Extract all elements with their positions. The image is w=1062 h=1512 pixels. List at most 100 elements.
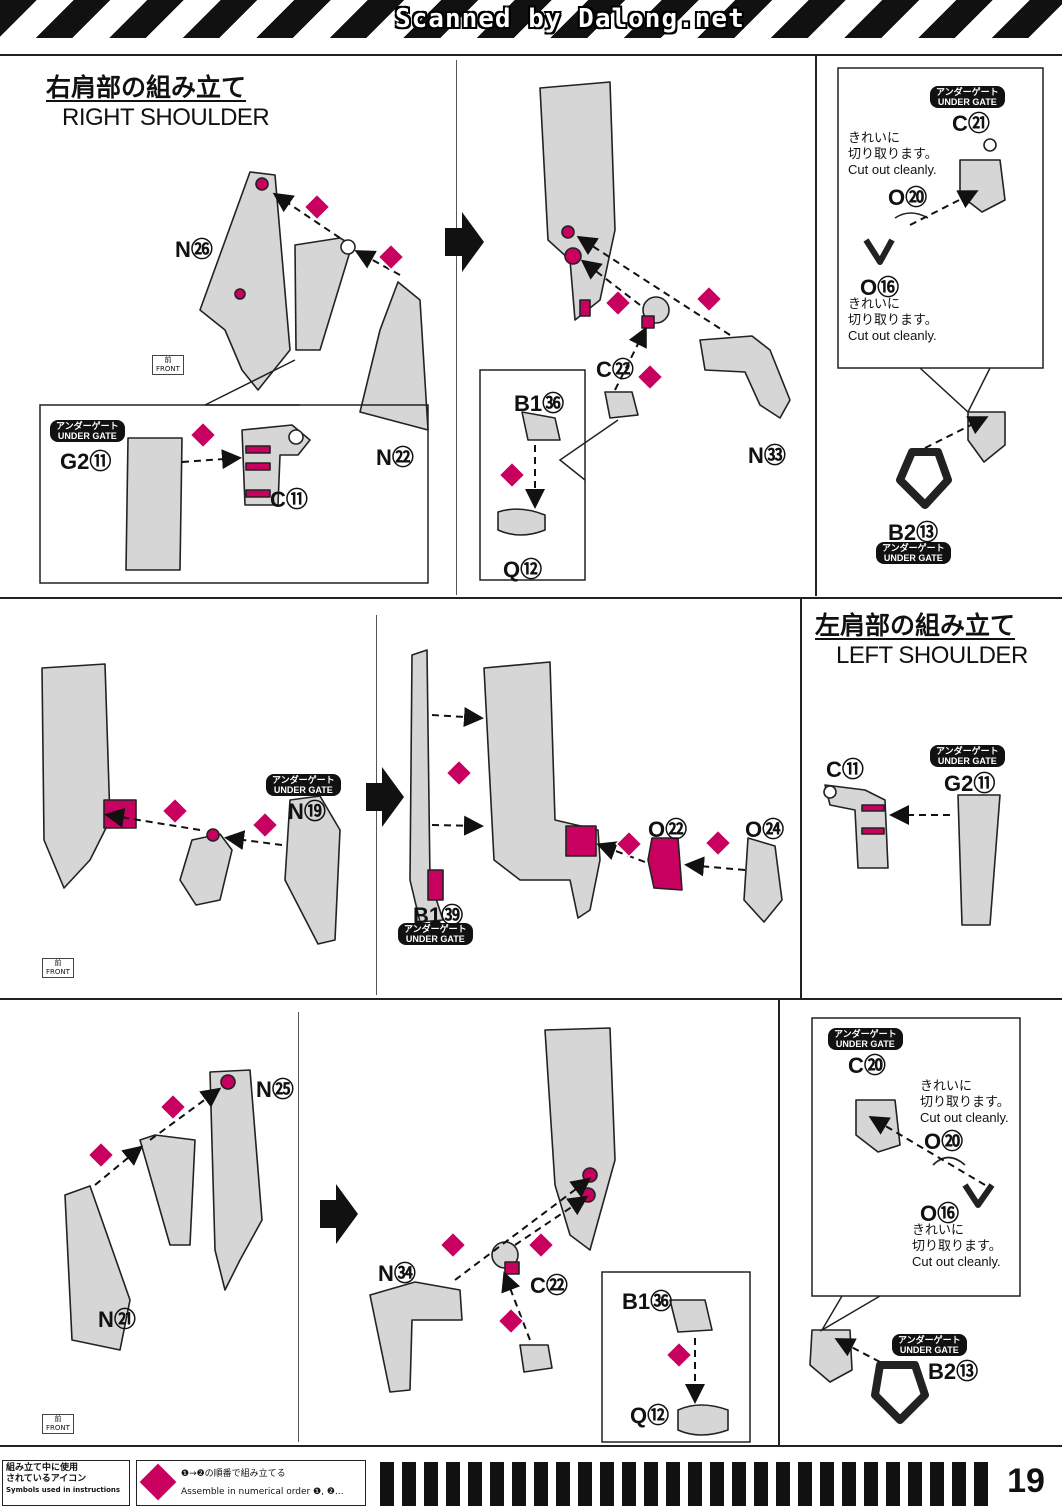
part-c22-neck — [641, 315, 655, 329]
part-n22 — [359, 281, 429, 431]
part-n34 — [369, 1281, 463, 1393]
label-n19: N⑲ — [288, 799, 326, 824]
divider-row2 — [0, 998, 1062, 1000]
callout-line-2 — [558, 419, 619, 481]
label-q12-bottom: Q⑫ — [630, 1403, 670, 1428]
part-armor-socket1 — [561, 225, 575, 239]
part-g2-11-left — [957, 794, 1001, 926]
legend-jp-line1: 組み立て中に使用 — [6, 1463, 79, 1473]
arrow-mid-2 — [224, 830, 283, 850]
part-o20 — [894, 212, 929, 219]
left-shoulder-title-en: LEFT SHOULDER — [836, 642, 1028, 669]
part-c11-mark2 — [245, 462, 271, 471]
part-o24 — [743, 837, 783, 923]
part-armor-mid1 — [41, 663, 111, 889]
label-n25: N㉕ — [256, 1077, 294, 1102]
step-marker — [87, 1141, 115, 1169]
cut-note: きれいに切り取ります。Cut out cleanly. — [920, 1078, 1010, 1125]
assemble-jp: ❶→❷の順番で組み立てる — [181, 1469, 286, 1479]
part-shoulder-armor — [539, 81, 616, 321]
part-g2-11-hole — [340, 239, 356, 255]
label-n34: N㉞ — [378, 1261, 416, 1286]
step-marker — [604, 289, 632, 317]
cut-note: きれいに切り取ります。Cut out cleanly. — [912, 1222, 1002, 1269]
left-shoulder-title-jp: 左肩部の組み立て — [815, 611, 1016, 640]
arrow-mid-5 — [684, 856, 746, 877]
part-small-cap — [604, 391, 639, 419]
part-o16 — [863, 238, 895, 265]
label-o24: O㉔ — [745, 817, 785, 842]
label-b2-13: B2⑬ — [888, 520, 939, 545]
step-marker — [695, 285, 723, 313]
part-pin-mid1 — [206, 828, 220, 842]
cut-note: きれいに切り取ります。Cut out cleanly. — [848, 296, 938, 343]
part-connector-mid1 — [179, 833, 233, 906]
arrow-mid-1 — [104, 807, 201, 831]
inset-box-gate-2 — [811, 1017, 1021, 1297]
label-c20: C⑳ — [848, 1053, 886, 1078]
part-c11-mark1 — [245, 445, 271, 454]
arrow-rs-3 — [354, 250, 401, 276]
part-c11-mark3 — [245, 489, 271, 498]
label-o16-bottom: O⑯ — [920, 1201, 960, 1226]
header-stripe-bar — [0, 0, 1062, 38]
inset-box-gate-1 — [837, 67, 1044, 369]
right-shoulder-title-jp: 右肩部の組み立て — [46, 73, 247, 102]
part-n26 — [199, 171, 291, 391]
inset-box-right-2 — [479, 369, 586, 581]
arrow-mid-4 — [596, 841, 646, 863]
page-number: 19 — [1007, 1462, 1045, 1500]
part-b1-39-mark — [427, 869, 444, 901]
arrow-bot-1 — [149, 1087, 222, 1141]
step-marker — [704, 829, 732, 857]
part-q12 — [497, 508, 546, 536]
step-marker — [439, 1231, 467, 1259]
divider-v5 — [298, 1012, 299, 1442]
label-c21: C㉑ — [952, 111, 990, 136]
label-o20: O⑳ — [888, 185, 928, 210]
callout-line-4 — [819, 1295, 881, 1333]
divider-v2 — [815, 56, 817, 596]
footer-legend: 組み立て中に使用 されているアイコン Symbols used in instr… — [2, 1460, 130, 1506]
divider-v4 — [800, 599, 802, 999]
label-n22: N㉒ — [376, 445, 414, 470]
part-armor-bottom-socket1 — [582, 1167, 598, 1183]
part-g2-11-inset — [125, 437, 183, 571]
step-marker — [161, 797, 189, 825]
part-armor-mid1-mark — [103, 799, 137, 829]
part-b2-13-bottom — [871, 1361, 929, 1424]
label-b2-13-bottom: B2⑬ — [928, 1359, 979, 1384]
label-o16: O⑯ — [860, 275, 900, 300]
part-g2-11-outline — [294, 237, 353, 351]
part-armor-mark — [579, 299, 591, 317]
label-c22-bottom: C㉒ — [530, 1273, 568, 1298]
label-b1-36-bottom: B1㊱ — [622, 1289, 673, 1314]
arrow-bot-4 — [514, 1195, 589, 1246]
title-underline — [815, 638, 1015, 640]
part-armor-bottom-socket2 — [580, 1187, 596, 1203]
arrow-rs-1 — [181, 449, 242, 470]
label-o22: O㉒ — [648, 817, 688, 842]
step-marker — [303, 193, 331, 221]
part-armor-bottom — [544, 1027, 616, 1251]
part-b1-36 — [521, 411, 561, 441]
part-n26-peg — [234, 288, 246, 300]
scan-credit: Scanned by Dalong.net — [395, 4, 745, 34]
step-marker — [636, 363, 664, 391]
label-c11: C⑪ — [270, 487, 308, 512]
step-marker — [159, 1093, 187, 1121]
part-c11-left-mark1 — [861, 804, 885, 812]
part-c11-left-hole — [823, 785, 837, 799]
part-c20 — [855, 1099, 901, 1153]
part-c20-lower — [809, 1329, 853, 1383]
step-marker — [615, 830, 643, 858]
label-q12: Q⑫ — [503, 557, 543, 582]
step-marker — [445, 759, 473, 787]
cut-note: きれいに切り取ります。Cut out cleanly. — [848, 130, 938, 177]
